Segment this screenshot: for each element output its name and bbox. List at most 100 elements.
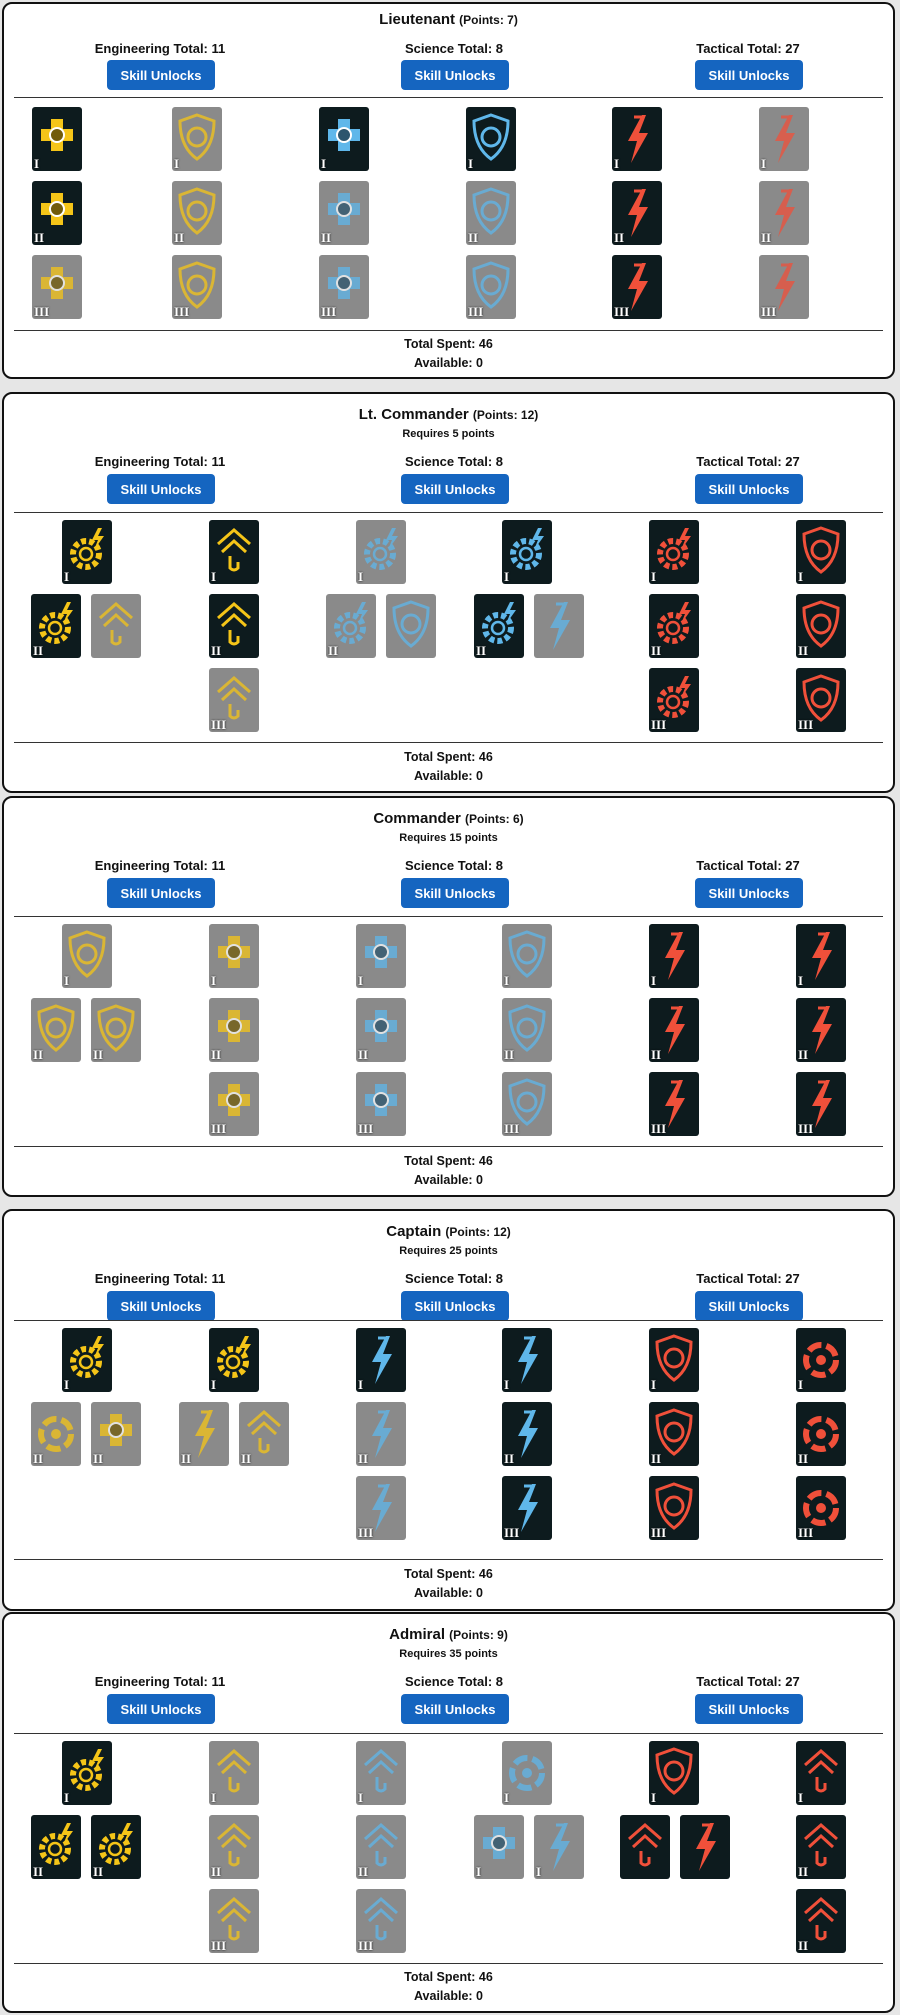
tactical-bolt-icon[interactable]	[680, 1815, 730, 1879]
tactical-bolt-icon[interactable]: III	[649, 1072, 699, 1136]
engineering-chevron-icon[interactable]	[91, 594, 141, 658]
engineering-cross-icon[interactable]: II	[209, 998, 259, 1062]
tactical-shield-icon[interactable]: I	[796, 520, 846, 584]
science-ring-icon[interactable]: I	[502, 1741, 552, 1805]
science-chevron-icon[interactable]: II	[356, 1815, 406, 1879]
tactical-ring-icon[interactable]: III	[796, 1476, 846, 1540]
engineering-skill-unlocks-button[interactable]: Skill Unlocks	[107, 878, 215, 908]
engineering-chevron-icon[interactable]: II	[209, 594, 259, 658]
engineering-skill-unlocks-button[interactable]: Skill Unlocks	[107, 1291, 215, 1321]
engineering-shield-icon[interactable]: II	[172, 181, 222, 245]
science-shield-icon[interactable]: I	[502, 924, 552, 988]
engineering-chevron-icon[interactable]: I	[209, 520, 259, 584]
tactical-bolt-icon[interactable]: III	[796, 1072, 846, 1136]
engineering-chevron-icon[interactable]: II	[209, 1815, 259, 1879]
engineering-shield-icon[interactable]: II	[91, 998, 141, 1062]
engineering-gear-icon[interactable]: I	[62, 1328, 112, 1392]
science-cross-icon[interactable]: I	[474, 1815, 524, 1879]
tactical-bolt-icon[interactable]: I	[649, 924, 699, 988]
engineering-shield-icon[interactable]: I	[172, 107, 222, 171]
science-cross-icon[interactable]: I	[356, 924, 406, 988]
tactical-gear-icon[interactable]: III	[649, 668, 699, 732]
science-skill-unlocks-button[interactable]: Skill Unlocks	[401, 60, 509, 90]
tactical-bolt-icon[interactable]: I	[612, 107, 662, 171]
science-gear-icon[interactable]: II	[326, 594, 376, 658]
science-bolt-icon[interactable]: II	[356, 1402, 406, 1466]
tactical-shield-icon[interactable]: III	[649, 1476, 699, 1540]
tactical-skill-unlocks-button[interactable]: Skill Unlocks	[695, 60, 803, 90]
tactical-bolt-icon[interactable]: III	[612, 255, 662, 319]
tactical-shield-icon[interactable]: I	[649, 1741, 699, 1805]
engineering-gear-icon[interactable]: II	[91, 1815, 141, 1879]
engineering-chevron-icon[interactable]: I	[209, 1741, 259, 1805]
science-bolt-icon[interactable]: III	[356, 1476, 406, 1540]
science-skill-unlocks-button[interactable]: Skill Unlocks	[401, 1694, 509, 1724]
science-shield-icon[interactable]: II	[502, 998, 552, 1062]
engineering-skill-unlocks-button[interactable]: Skill Unlocks	[107, 474, 215, 504]
tactical-bolt-icon[interactable]: II	[612, 181, 662, 245]
engineering-shield-icon[interactable]: III	[172, 255, 222, 319]
science-cross-icon[interactable]: II	[356, 998, 406, 1062]
engineering-shield-icon[interactable]: I	[62, 924, 112, 988]
science-cross-icon[interactable]: II	[319, 181, 369, 245]
engineering-gear-icon[interactable]: II	[31, 1815, 81, 1879]
engineering-cross-icon[interactable]: II	[91, 1402, 141, 1466]
science-skill-unlocks-button[interactable]: Skill Unlocks	[401, 474, 509, 504]
engineering-gear-icon[interactable]: I	[62, 1741, 112, 1805]
tactical-chevron-icon[interactable]: II	[796, 1815, 846, 1879]
tactical-chevron-icon[interactable]: I	[796, 1741, 846, 1805]
tactical-ring-icon[interactable]: I	[796, 1328, 846, 1392]
tactical-skill-unlocks-button[interactable]: Skill Unlocks	[695, 1291, 803, 1321]
science-skill-unlocks-button[interactable]: Skill Unlocks	[401, 878, 509, 908]
science-shield-icon[interactable]: III	[466, 255, 516, 319]
tactical-bolt-icon[interactable]: III	[759, 255, 809, 319]
science-shield-icon[interactable]	[386, 594, 436, 658]
tactical-ring-icon[interactable]: II	[796, 1402, 846, 1466]
science-gear-icon[interactable]: I	[356, 520, 406, 584]
engineering-chevron-icon[interactable]: III	[209, 668, 259, 732]
science-gear-icon[interactable]: I	[502, 520, 552, 584]
engineering-ring-icon[interactable]: II	[31, 1402, 81, 1466]
tactical-chevron-icon[interactable]: II	[796, 1889, 846, 1953]
tactical-gear-icon[interactable]: I	[649, 520, 699, 584]
tactical-bolt-icon[interactable]: I	[796, 924, 846, 988]
tactical-chevron-icon[interactable]	[620, 1815, 670, 1879]
tactical-skill-unlocks-button[interactable]: Skill Unlocks	[695, 1694, 803, 1724]
engineering-skill-unlocks-button[interactable]: Skill Unlocks	[107, 60, 215, 90]
science-bolt-icon[interactable]: II	[502, 1402, 552, 1466]
engineering-cross-icon[interactable]: I	[209, 924, 259, 988]
science-shield-icon[interactable]: II	[466, 181, 516, 245]
science-cross-icon[interactable]: III	[319, 255, 369, 319]
tactical-gear-icon[interactable]: II	[649, 594, 699, 658]
science-gear-icon[interactable]: II	[474, 594, 524, 658]
engineering-gear-icon[interactable]: II	[31, 594, 81, 658]
science-bolt-icon[interactable]: I	[356, 1328, 406, 1392]
science-cross-icon[interactable]: I	[319, 107, 369, 171]
engineering-cross-icon[interactable]: II	[32, 181, 82, 245]
engineering-chevron-icon[interactable]: III	[209, 1889, 259, 1953]
engineering-chevron-icon[interactable]: II	[239, 1402, 289, 1466]
engineering-cross-icon[interactable]: I	[32, 107, 82, 171]
tactical-shield-icon[interactable]: II	[796, 594, 846, 658]
engineering-cross-icon[interactable]: III	[32, 255, 82, 319]
engineering-gear-icon[interactable]: I	[209, 1328, 259, 1392]
engineering-shield-icon[interactable]: II	[31, 998, 81, 1062]
engineering-skill-unlocks-button[interactable]: Skill Unlocks	[107, 1694, 215, 1724]
science-skill-unlocks-button[interactable]: Skill Unlocks	[401, 1291, 509, 1321]
science-bolt-icon[interactable]: III	[502, 1476, 552, 1540]
science-chevron-icon[interactable]: III	[356, 1889, 406, 1953]
engineering-gear-icon[interactable]: I	[62, 520, 112, 584]
tactical-shield-icon[interactable]: II	[649, 1402, 699, 1466]
science-shield-icon[interactable]: III	[502, 1072, 552, 1136]
tactical-shield-icon[interactable]: I	[649, 1328, 699, 1392]
science-bolt-icon[interactable]	[534, 594, 584, 658]
engineering-bolt-icon[interactable]: II	[179, 1402, 229, 1466]
science-bolt-icon[interactable]: I	[534, 1815, 584, 1879]
tactical-skill-unlocks-button[interactable]: Skill Unlocks	[695, 474, 803, 504]
tactical-bolt-icon[interactable]: II	[759, 181, 809, 245]
science-bolt-icon[interactable]: I	[502, 1328, 552, 1392]
tactical-bolt-icon[interactable]: I	[759, 107, 809, 171]
tactical-shield-icon[interactable]: III	[796, 668, 846, 732]
science-cross-icon[interactable]: III	[356, 1072, 406, 1136]
science-chevron-icon[interactable]: I	[356, 1741, 406, 1805]
